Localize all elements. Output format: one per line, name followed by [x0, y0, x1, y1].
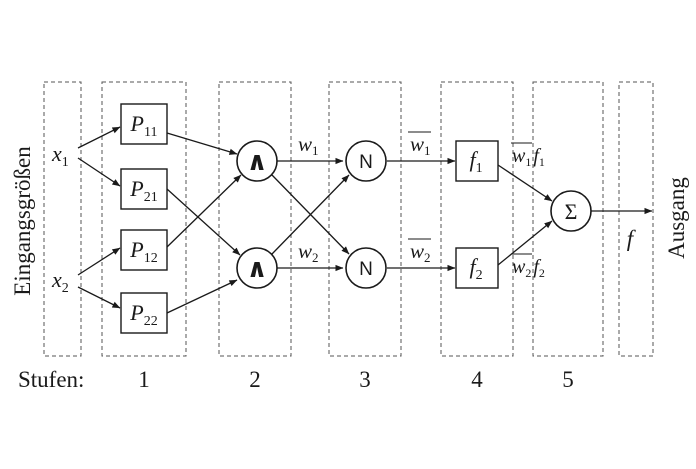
conclusion-label-f2: f2	[469, 254, 482, 283]
membership-label-p12: P12	[129, 237, 157, 266]
output-value-f: f	[627, 226, 637, 251]
stages-label: Stufen:	[18, 367, 84, 392]
edge-p11-and1	[166, 132, 238, 155]
sum-layer: Σ	[550, 190, 592, 232]
edge-x2-p22	[77, 286, 121, 309]
membership-label-p11: P11	[130, 111, 158, 140]
edge-x2-p12	[77, 247, 121, 276]
stage-number-5: 5	[562, 367, 574, 392]
stage-frame-3	[328, 81, 402, 357]
norm-weight-w2: w2	[410, 239, 431, 265]
rule-weight-w2: w2	[298, 239, 319, 265]
stage-labels: Stufen: 1 2 3 4 5	[18, 367, 574, 392]
norm-weight-w1: w1	[410, 132, 431, 158]
stage-number-2: 2	[249, 367, 261, 392]
edge-x1-p11	[77, 126, 121, 149]
edge-x1-p21	[77, 157, 121, 187]
output-axis-label: Ausgang	[664, 177, 689, 259]
stage-frame-5	[532, 81, 604, 357]
stage-number-3: 3	[359, 367, 371, 392]
membership-box-p21	[120, 168, 168, 210]
edge-f1-sum	[497, 164, 553, 202]
conclusion-box-f1	[455, 140, 499, 182]
stage-frame-input	[43, 81, 82, 357]
stage-frames	[43, 81, 654, 357]
norm-node-2	[345, 247, 387, 289]
membership-box-p11	[120, 103, 168, 145]
rule-layer: ∧ ∧ w1 w2	[236, 132, 319, 289]
edges	[77, 126, 653, 314]
edge-and2-n1	[271, 174, 350, 255]
norm-node-1	[345, 140, 387, 182]
norm-symbol-1: N	[359, 152, 373, 173]
membership-label-p22: P22	[129, 300, 157, 329]
and-node-1	[236, 140, 278, 182]
sum-symbol: Σ	[565, 199, 578, 224]
norm-layer: N N w1 w2	[345, 131, 431, 289]
edge-f2-sum	[497, 220, 553, 266]
norm-symbol-2: N	[359, 259, 373, 280]
input-x1: x1	[51, 141, 69, 170]
conclusion-label-f1: f1	[469, 147, 482, 176]
sum-node	[550, 190, 592, 232]
stage-frame-output	[618, 81, 654, 357]
and-symbol-2: ∧	[246, 253, 267, 283]
membership-label-p21: P21	[129, 176, 157, 205]
edge-p12-and1	[166, 174, 242, 248]
and-symbol-1: ∧	[246, 146, 267, 176]
edge-p22-and2	[166, 279, 238, 314]
membership-box-p22	[120, 292, 168, 334]
stage-number-1: 1	[138, 367, 150, 392]
stage-frame-4	[440, 81, 514, 357]
stage-number-4: 4	[471, 367, 483, 392]
rule-weight-w1: w1	[298, 132, 319, 158]
input-x2: x2	[51, 267, 69, 296]
edge-p21-and2	[166, 188, 241, 256]
conclusion-box-f2	[455, 247, 499, 289]
stage-frame-2	[218, 81, 292, 357]
input-axis-label: Eingangsgrößen	[10, 146, 35, 296]
stage-frame-1	[101, 81, 187, 357]
membership-box-p12	[120, 229, 168, 271]
membership-layer: P11 P21 P12 P22	[120, 103, 168, 334]
and-node-2	[236, 247, 278, 289]
